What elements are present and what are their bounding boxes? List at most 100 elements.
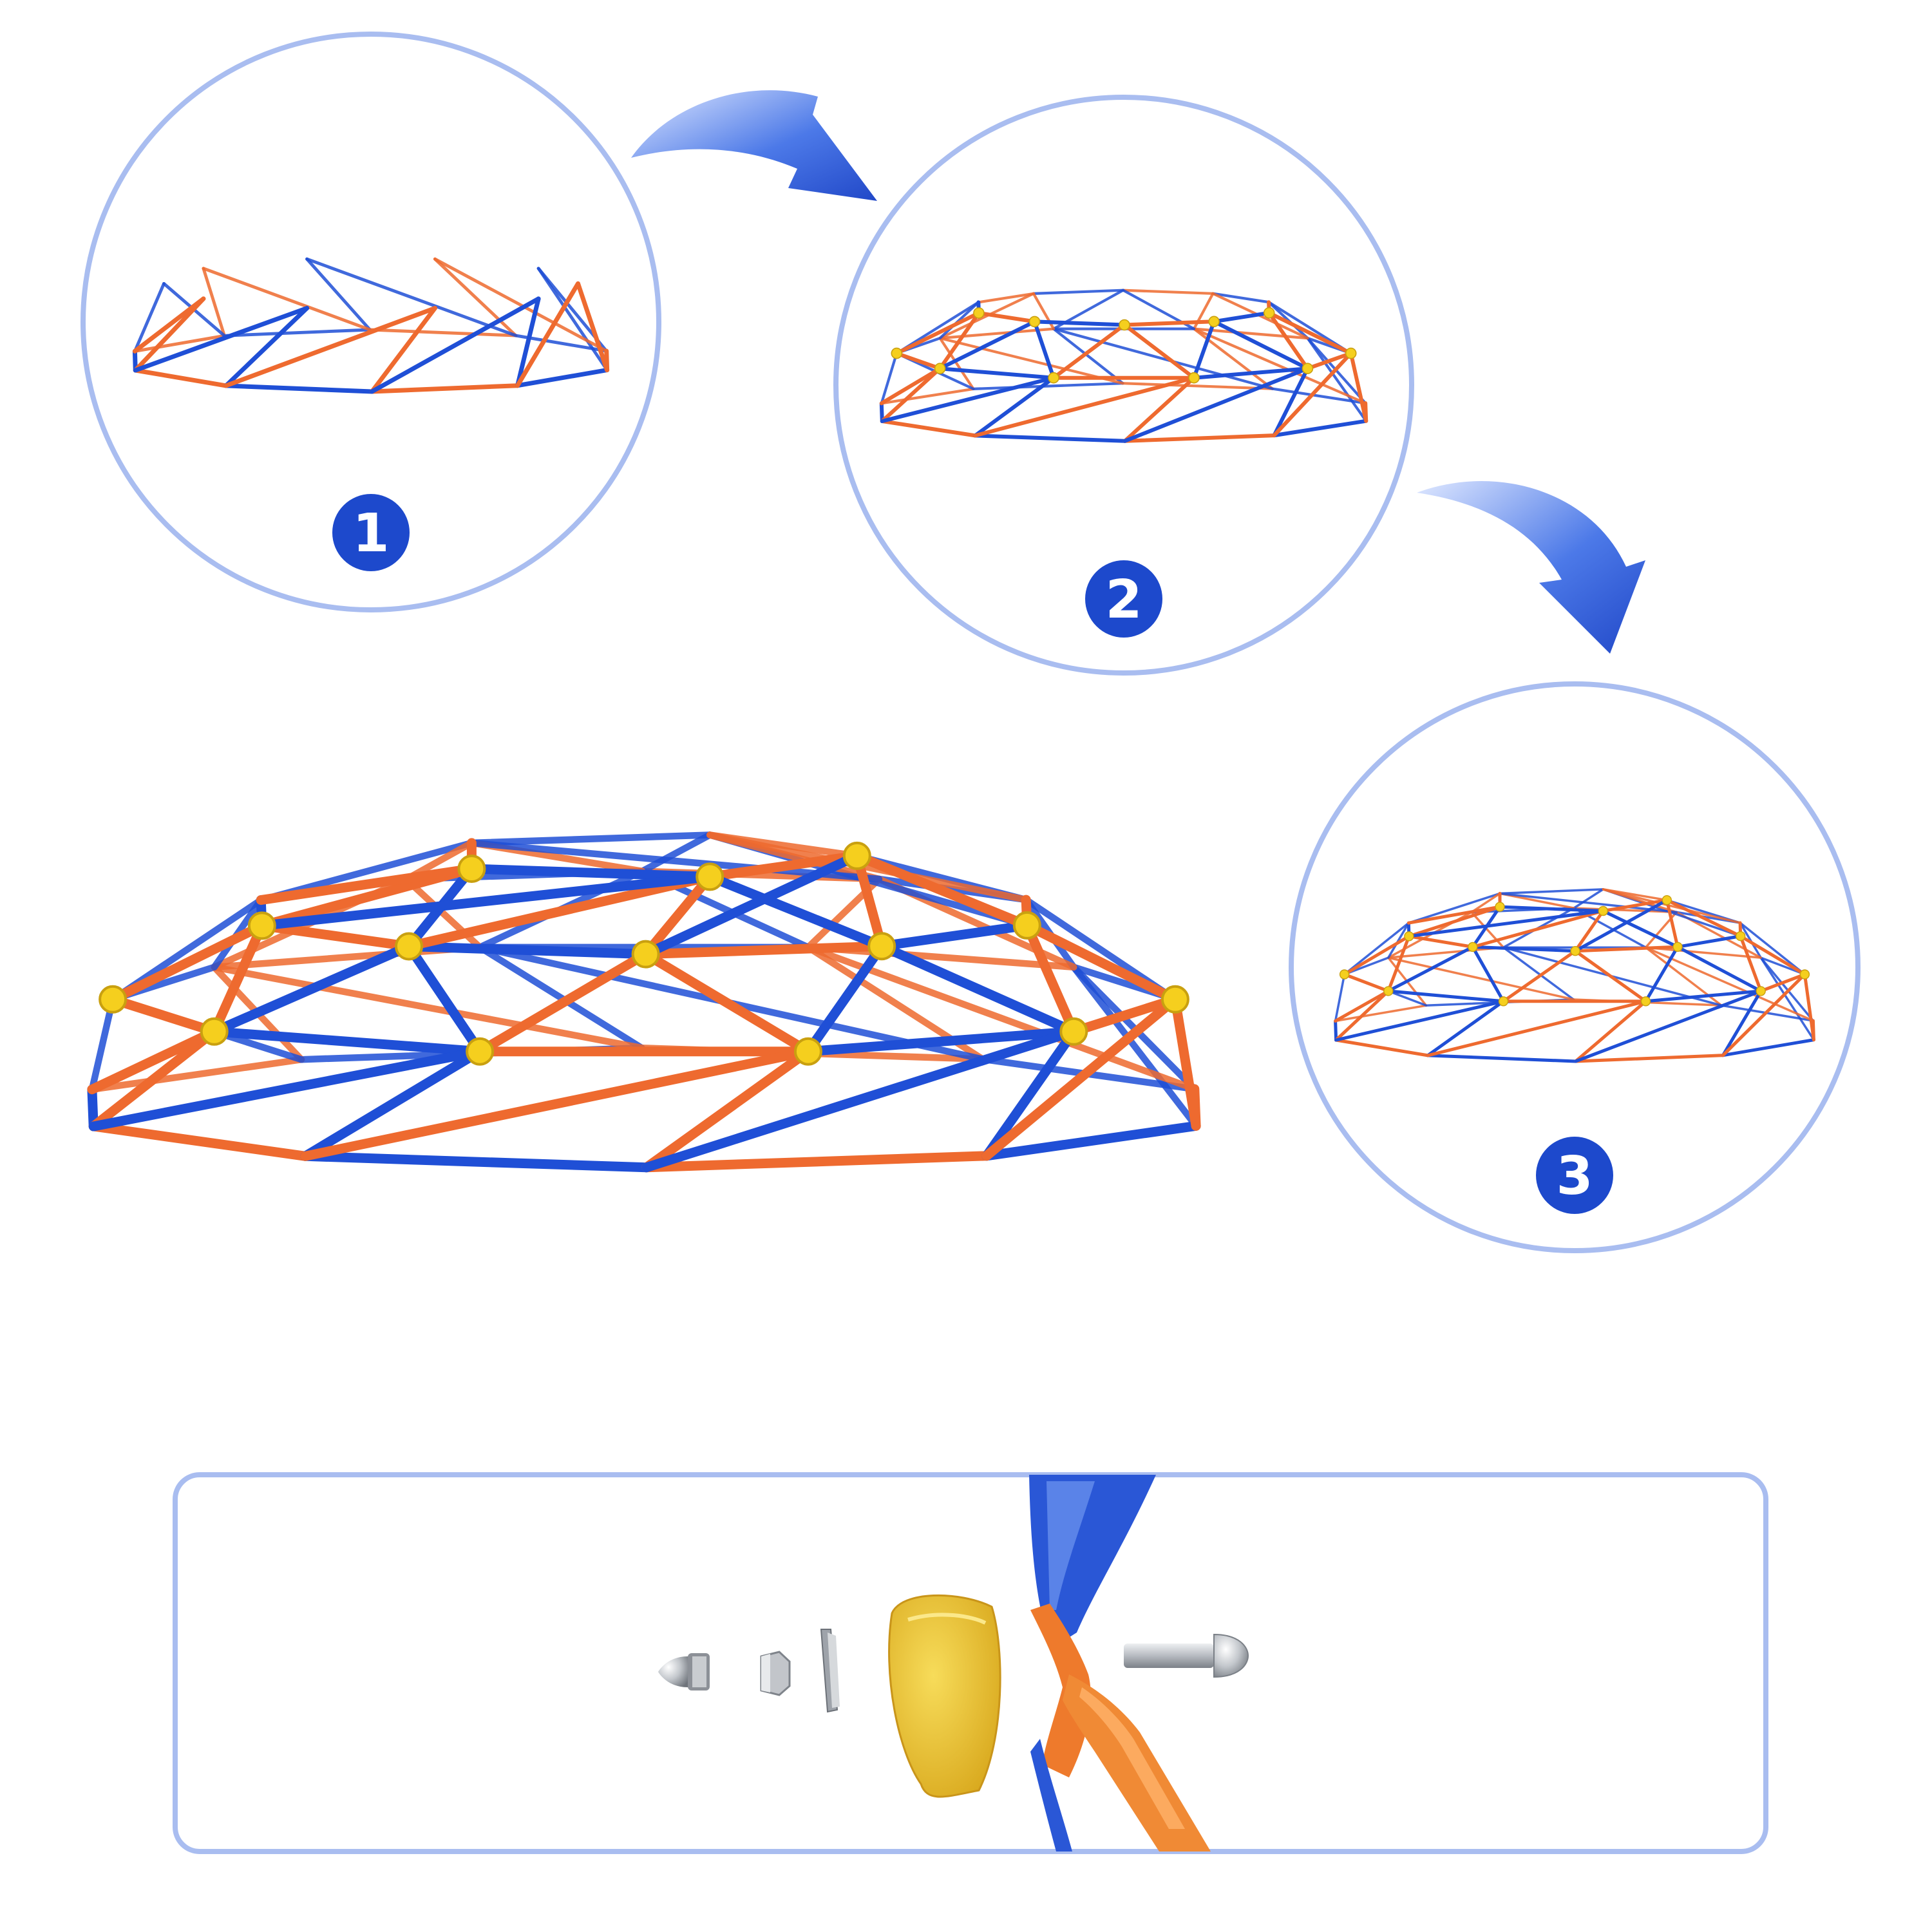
dome-joint-connector: [934, 363, 946, 375]
dome-pipe: [1406, 905, 1502, 925]
dome-pipe: [803, 941, 887, 1057]
dome-joint-connector: [1160, 985, 1189, 1014]
dome-pipe: [1644, 946, 1762, 959]
dome-pipe: [1272, 351, 1353, 438]
dome-pipe: [1267, 310, 1310, 371]
dome-pipe: [1721, 972, 1806, 1057]
dome-pipe: [705, 851, 862, 882]
dome-pipe: [1122, 375, 1196, 443]
dome-joint-connector: [1799, 969, 1810, 980]
dome-pipe: [1211, 292, 1271, 304]
dome-joint-connector: [842, 841, 871, 870]
dome-pipe: [404, 942, 485, 1057]
dome-joint-connector: [99, 985, 128, 1014]
dome-pipe: [209, 942, 414, 1037]
dome-pipe: [466, 864, 715, 882]
dome-pipe: [305, 257, 372, 332]
dome-pipe: [370, 306, 437, 394]
dome-joint-connector: [1672, 942, 1683, 952]
dome-pipe: [133, 296, 206, 373]
dome-pipe: [88, 996, 117, 1093]
dome-pipe: [938, 301, 980, 340]
dome-pipe: [476, 943, 645, 1052]
dome-pipe: [938, 319, 1037, 371]
dome-pipe: [1470, 892, 1501, 914]
dome-pipe: [641, 941, 887, 960]
dome-joint-connector: [1208, 316, 1220, 328]
dome-pipe: [973, 375, 1196, 438]
dome-joint-connector: [1059, 1017, 1088, 1046]
dome-pipe: [1573, 909, 1605, 953]
hex-nut: [760, 1651, 791, 1696]
dome-joint-connector: [1188, 372, 1200, 384]
dome-joint-connector: [1498, 996, 1509, 1007]
dome-pipe: [938, 366, 1056, 380]
dome-pipe: [1573, 898, 1669, 953]
dome-pipe: [1349, 351, 1368, 423]
dome-pipe: [880, 375, 1056, 423]
dome-pipe: [468, 831, 714, 847]
dome-pipe: [1122, 433, 1276, 443]
step-2-panel: 2: [833, 95, 1414, 676]
dome-pipe: [300, 1046, 485, 1161]
dome-pipe: [211, 963, 645, 1052]
dome-pipe: [1334, 1038, 1430, 1057]
dome-pipe: [641, 1046, 813, 1173]
dome-pipe: [1022, 920, 1180, 1005]
step-1-number: 1: [352, 503, 389, 564]
dome-pipe: [1573, 945, 1680, 953]
dome-pipe: [641, 1151, 992, 1173]
dome-pipe: [1759, 972, 1806, 993]
dome-pipe: [475, 949, 651, 1057]
dome-pipe: [1070, 963, 1200, 1130]
dome-pipe: [300, 1046, 813, 1161]
dome-pipe: [202, 267, 372, 332]
dome-pipe: [1387, 934, 1411, 993]
dome-pipe: [981, 1027, 1079, 1161]
dome-pipe: [1471, 909, 1605, 949]
dome-pipe: [1387, 989, 1505, 1003]
dome-pipe: [1739, 922, 1806, 976]
dome-pipe: [515, 296, 541, 388]
dome-pipe: [1192, 319, 1217, 380]
dome-pipe: [1052, 327, 1124, 385]
dome-pipe: [977, 292, 1036, 304]
dome-joint-connector: [1598, 905, 1609, 916]
dome-pipe: [876, 941, 1079, 1037]
dome-joint-connector: [247, 911, 276, 940]
dome-pipe: [1602, 888, 1741, 924]
dome-joint-connector: [891, 347, 903, 359]
step-2-outline: [833, 95, 1414, 676]
dome-pipe: [88, 1046, 485, 1132]
step-1-base-ring-illustration: [132, 257, 610, 394]
dome-pipe: [1407, 905, 1502, 938]
dome-pipe: [641, 1027, 1079, 1173]
dome-joint-connector: [1302, 363, 1314, 375]
arrow-step-2-to-3: [1417, 481, 1645, 654]
dome-pipe: [1334, 989, 1390, 1042]
dome-joint-connector: [1345, 347, 1357, 359]
dome-pipe: [1499, 888, 1605, 895]
dome-pipe: [1343, 934, 1411, 976]
dome-pipe: [1334, 973, 1346, 1023]
dome-pipe: [1739, 934, 1806, 976]
dome-pipe: [1306, 336, 1368, 422]
dome-pipe: [981, 994, 1180, 1161]
round-head-bolt: [1124, 1633, 1249, 1678]
dome-pipe: [706, 831, 1030, 904]
dome-pipe: [1665, 898, 1743, 938]
dome-pipe: [1121, 289, 1215, 295]
rubber-cushion: [888, 1594, 1001, 1798]
dome-pipe: [803, 1027, 1079, 1057]
dome-pipe: [133, 368, 229, 388]
dome-pipe: [804, 943, 1198, 1093]
dome-pipe: [705, 871, 887, 951]
dome-pipe: [1052, 327, 1274, 390]
dome-pipe: [576, 281, 610, 373]
dome-pipe: [133, 334, 226, 353]
step-1-outline: [80, 32, 661, 612]
dome-pipe: [536, 267, 609, 372]
dome-pipe: [1573, 949, 1647, 1003]
dome-joint-connector: [1735, 931, 1746, 942]
